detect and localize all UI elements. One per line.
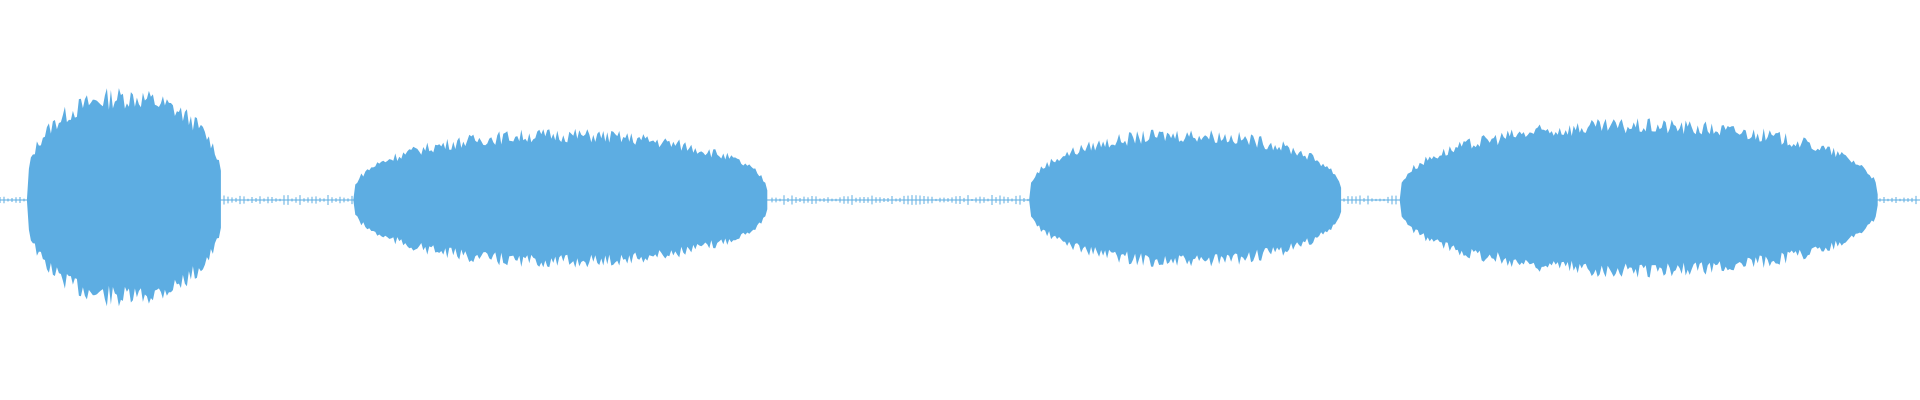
speech-segment-3 [1029,129,1342,267]
waveform-segments [0,88,1917,307]
speech-segment-4 [1399,118,1878,278]
speech-segment-1 [26,88,221,307]
speech-segment-2 [353,128,768,268]
